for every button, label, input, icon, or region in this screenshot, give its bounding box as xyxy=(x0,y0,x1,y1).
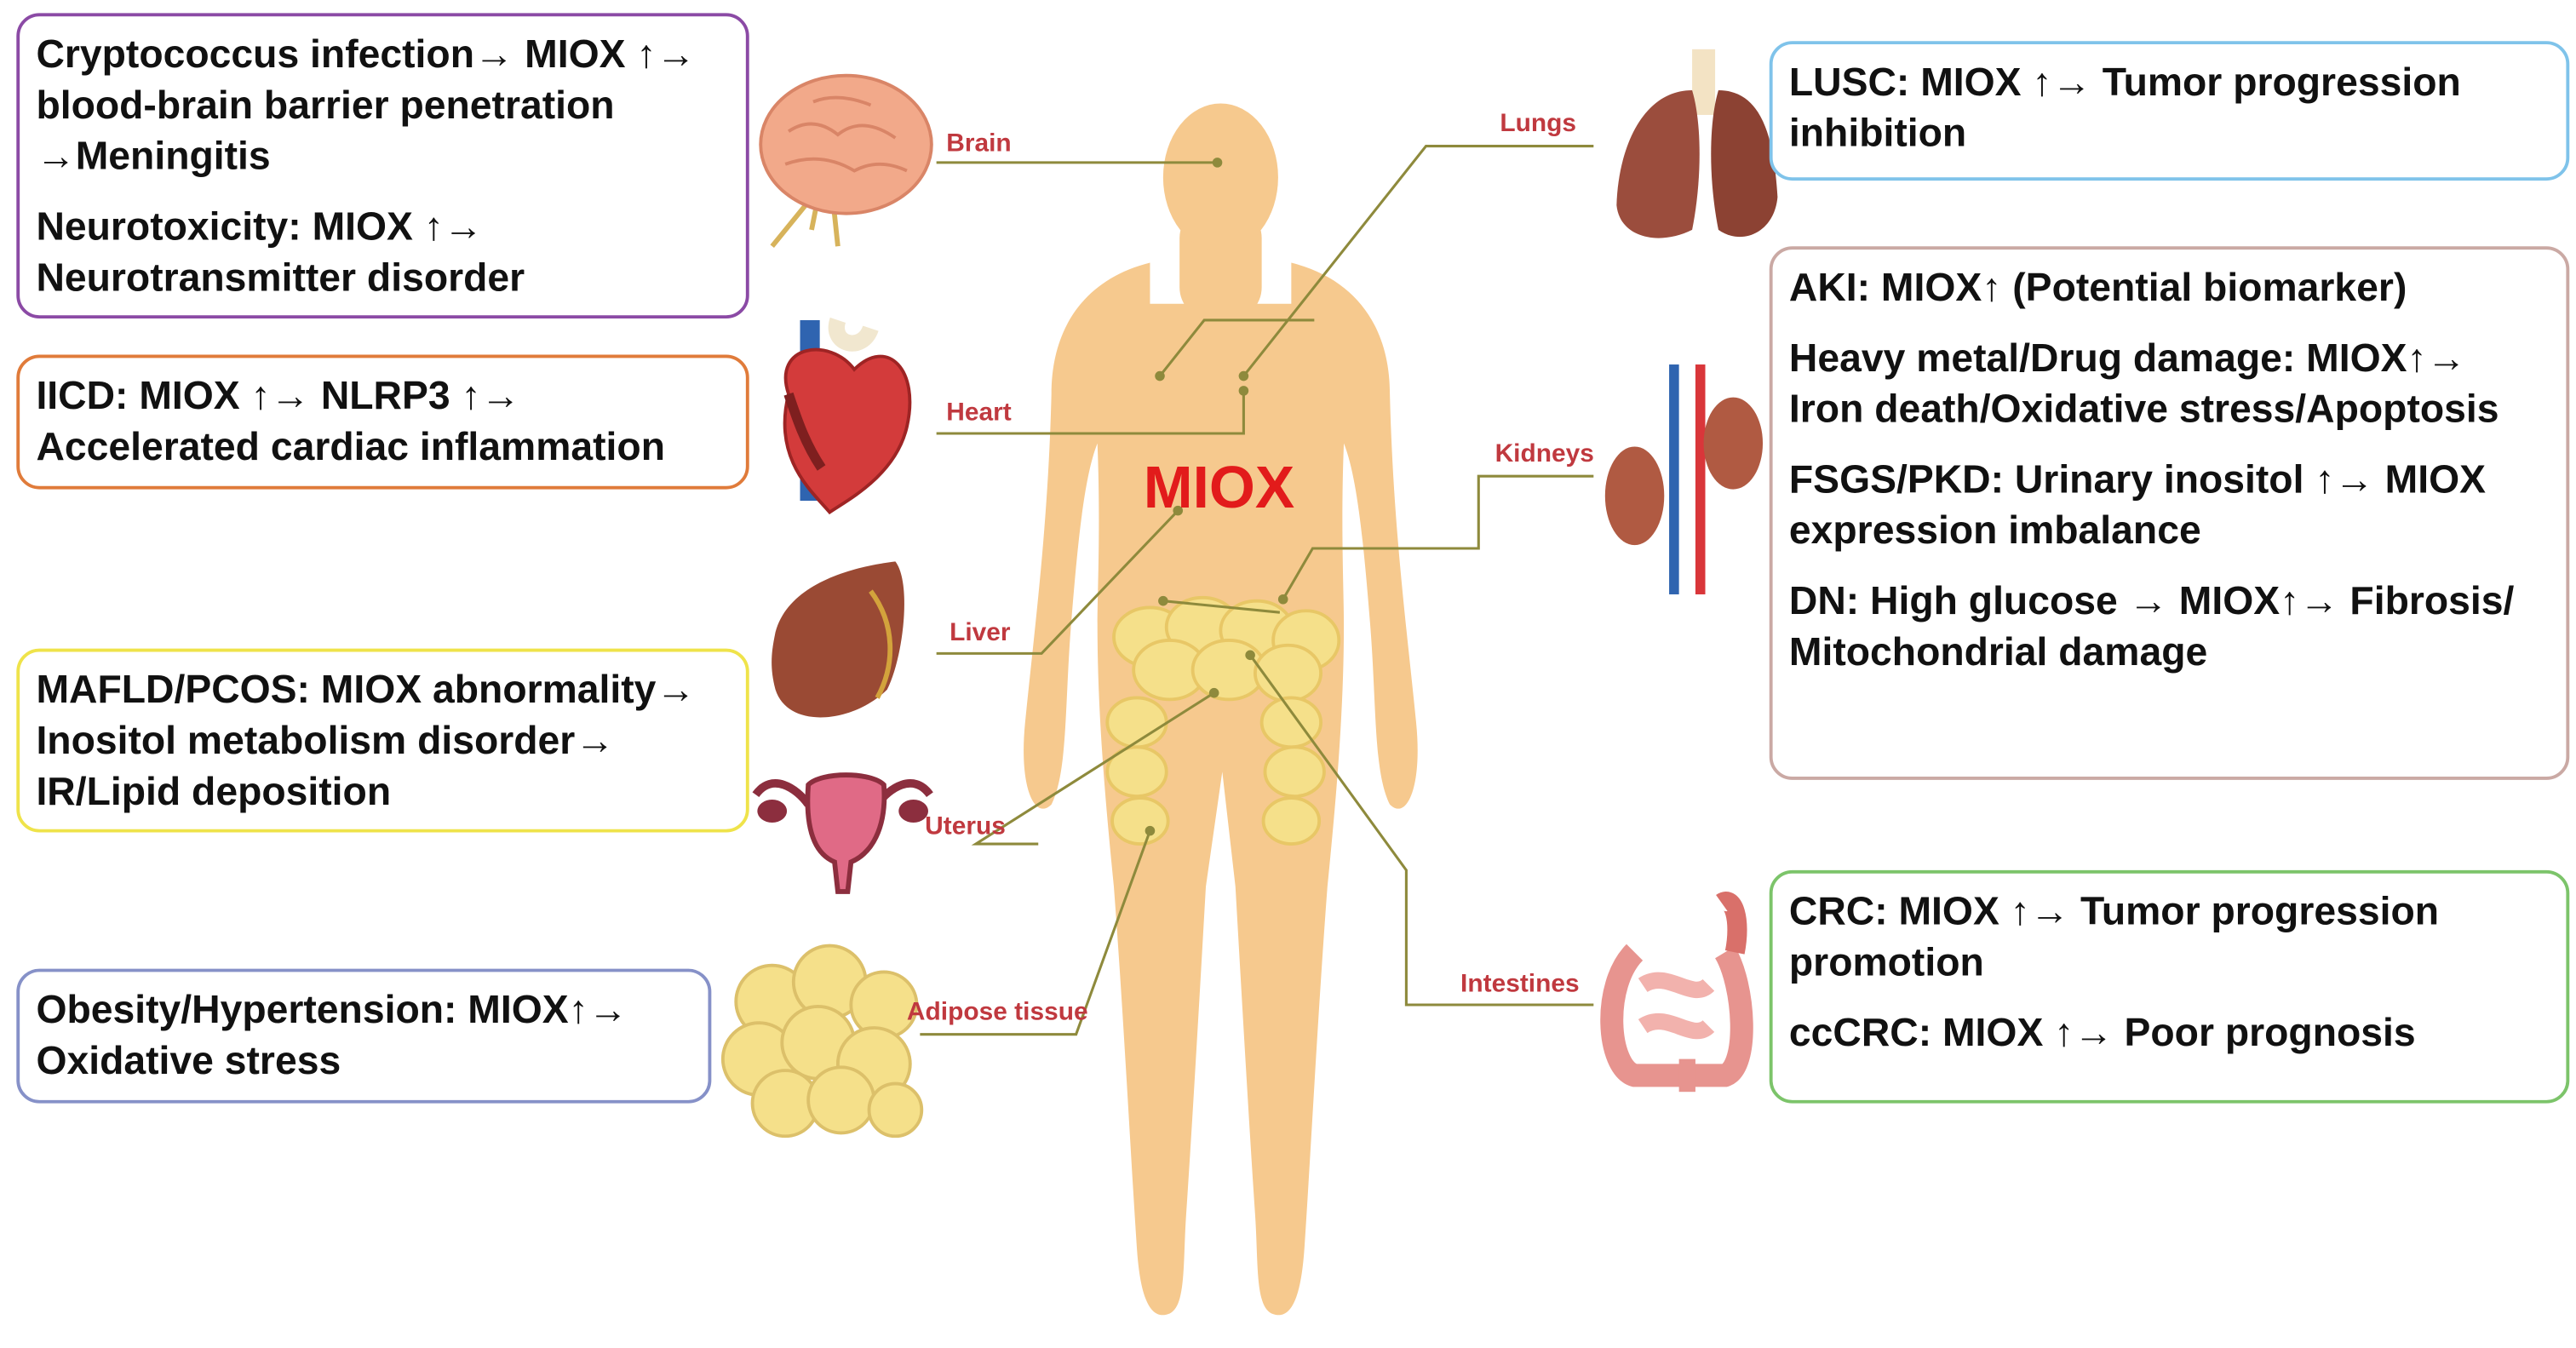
organ-label-uterus: Uterus xyxy=(925,812,1006,841)
connector-lines xyxy=(920,145,1594,1036)
lungs-item-0-line-1: inhibition xyxy=(1788,112,1967,157)
lungs-info-box: LUSC: MIOX ↑→ Tumor progression inhibitio… xyxy=(1769,41,2570,181)
brain-item-1-line-0: Neurotoxicity: MIOX ↑→ xyxy=(36,205,484,250)
heart-item-0-line-0: IICD: MIOX ↑→ NLRP3 ↑→ xyxy=(36,374,520,419)
organ-label-lungs: Lungs xyxy=(1500,110,1577,138)
brain-item-1-line-1: Neurotransmitter disorder xyxy=(36,255,525,301)
uterus-connector xyxy=(971,691,1215,846)
kidneys-illustration xyxy=(1604,364,1764,594)
intestines-item-1-line-0: ccCRC: MIOX ↑→ Poor prognosis xyxy=(1788,1011,2416,1056)
adipose-item-0-line-1: Oxidative stress xyxy=(36,1039,341,1084)
kidneys-item-2-line-0: FSGS/PKD: Urinary inositol ↑→ MIOX xyxy=(1788,457,2486,502)
intestines-item-0: CRC: MIOX ↑→ Tumor progression promotion xyxy=(1789,886,2550,989)
liver-item-0-line-2: IR/Lipid deposition xyxy=(36,770,392,815)
heart-illustration xyxy=(783,317,912,515)
organ-label-adipose: Adipose tissue xyxy=(906,998,1088,1027)
liver-item-0-line-1: Inositol metabolism disorder→ xyxy=(36,719,615,764)
head xyxy=(1162,103,1278,251)
liver-connector xyxy=(936,509,1179,655)
kidneys-item-3: DN: High glucose → MIOX↑→ Fibrosis/Mitoc… xyxy=(1789,576,2550,679)
miox-center-label: MIOX xyxy=(1143,453,1295,521)
brain-item-0-line-0: Cryptococcus infection→ MIOX ↑→ xyxy=(36,32,696,77)
uterus-illustration xyxy=(752,772,933,894)
kidneys-item-1-line-0: Heavy metal/Drug damage: MIOX↑→ xyxy=(1788,336,2466,381)
heart-item-0: IICD: MIOX ↑→ NLRP3 ↑→ Accelerated cardia… xyxy=(36,371,729,473)
lungs-item-0-line-0: LUSC: MIOX ↑→ Tumor progression xyxy=(1788,60,2461,106)
organ-label-liver: Liver xyxy=(950,618,1011,647)
liver-item-0-line-0: MAFLD/PCOS: MIOX abnormality→ xyxy=(36,668,696,713)
organ-label-kidneys: Kidneys xyxy=(1495,439,1594,468)
liver-item-0: MAFLD/PCOS: MIOX abnormality→ Inositol me… xyxy=(36,665,729,817)
liver-info-box: MAFLD/PCOS: MIOX abnormality→ Inositol me… xyxy=(16,648,749,833)
brain-illustration xyxy=(759,73,933,249)
lungs-item-0: LUSC: MIOX ↑→ Tumor progression inhibitio… xyxy=(1789,57,2550,159)
adipose-info-box: Obesity/Hypertension: MIOX↑→ Oxidative st… xyxy=(16,968,712,1104)
brain-item-1: Neurotoxicity: MIOX ↑→ Neurotransmitter d… xyxy=(36,202,729,304)
brain-item-0: Cryptococcus infection→ MIOX ↑→ blood-bra… xyxy=(36,30,729,182)
kidneys-item-3-line-0: DN: High glucose → MIOX↑→ Fibrosis/ xyxy=(1788,579,2515,624)
body-fat-deposits xyxy=(1105,595,1341,846)
intestines-item-0-line-1: promotion xyxy=(1788,940,1984,985)
lungs-connector xyxy=(1242,145,1594,377)
human-body xyxy=(1024,103,1418,1316)
intestines-item-1: ccCRC: MIOX ↑→ Poor prognosis xyxy=(1789,1008,2550,1059)
intestines-illustration xyxy=(1600,892,1753,1093)
adipose-item-0: Obesity/Hypertension: MIOX↑→ Oxidative st… xyxy=(36,985,691,1087)
kidneys-item-1-line-1: Iron death/Oxidative stress/Apoptosis xyxy=(1788,387,2499,433)
organ-label-intestines: Intestines xyxy=(1460,970,1580,999)
fat-bridge xyxy=(1162,599,1280,614)
intestines-info-box: CRC: MIOX ↑→ Tumor progression promotion c… xyxy=(1769,869,2570,1104)
adipose-connector xyxy=(920,830,1151,1036)
heart-lung-bridge xyxy=(1158,318,1315,377)
liver-illustration xyxy=(772,561,904,718)
intestines-item-0-line-0: CRC: MIOX ↑→ Tumor progression xyxy=(1788,890,2440,935)
heart-connector xyxy=(936,390,1245,435)
lungs-illustration xyxy=(1616,49,1778,238)
brain-info-box: Cryptococcus infection→ MIOX ↑→ blood-bra… xyxy=(16,13,749,319)
heart-item-0-line-1: Accelerated cardiac inflammation xyxy=(36,425,665,470)
kidneys-item-1: Heavy metal/Drug damage: MIOX↑→ Iron deat… xyxy=(1789,333,2550,435)
brain-item-0-line-2: →Meningitis xyxy=(36,135,271,180)
kidneys-item-2-line-1: expression imbalance xyxy=(1788,508,2201,554)
connector-dots xyxy=(1145,158,1288,836)
kidneys-item-3-line-1: Mitochondrial damage xyxy=(1788,630,2208,675)
heart-info-box: IICD: MIOX ↑→ NLRP3 ↑→ Accelerated cardia… xyxy=(16,354,749,490)
organ-label-brain: Brain xyxy=(946,129,1012,158)
organ-label-heart: Heart xyxy=(946,399,1012,427)
kidneys-item-0: AKI: MIOX↑ (Potential biomarker) xyxy=(1789,262,2550,313)
kidneys-connector xyxy=(1282,474,1594,600)
adipose-item-0-line-0: Obesity/Hypertension: MIOX↑→ xyxy=(36,988,628,1033)
kidneys-item-0-line-0: AKI: MIOX↑ (Potential biomarker) xyxy=(1788,266,2407,311)
brain-item-0-line-1: blood-brain barrier penetration xyxy=(36,83,615,129)
kidneys-item-2: FSGS/PKD: Urinary inositol ↑→ MIOX expres… xyxy=(1789,455,2550,557)
intestines-connector xyxy=(1248,654,1594,1007)
torso-silhouette xyxy=(1024,262,1418,1316)
adipose-illustration xyxy=(720,944,924,1139)
kidneys-info-box: AKI: MIOX↑ (Potential biomarker) Heavy me… xyxy=(1769,246,2570,780)
